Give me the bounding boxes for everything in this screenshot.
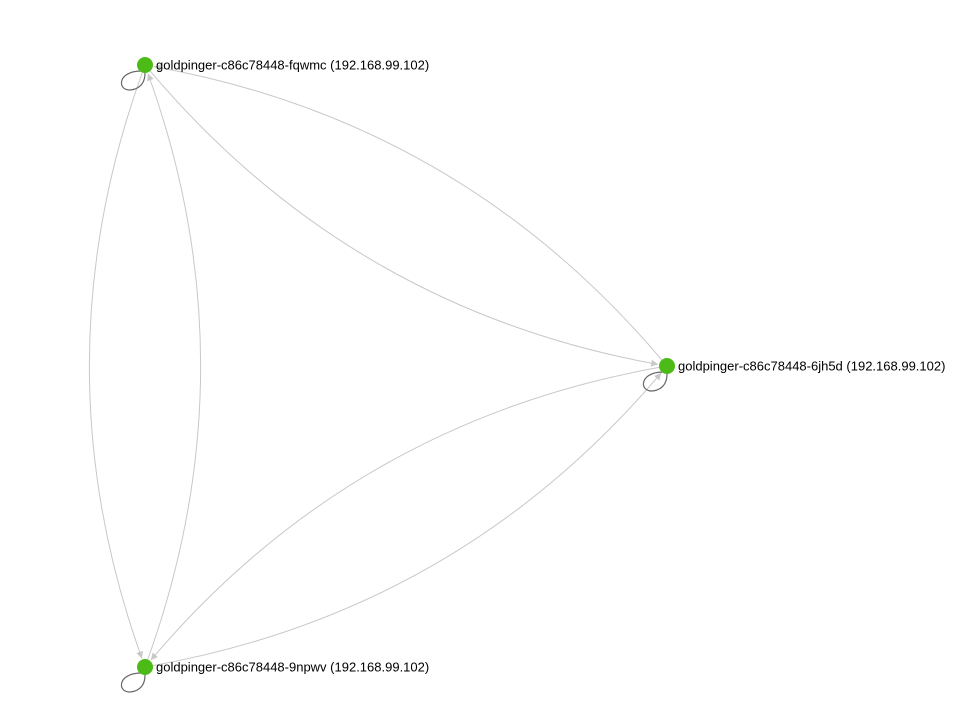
edges-layer <box>88 64 663 667</box>
node-status-dot[interactable] <box>137 57 153 73</box>
self-loop-edge-6jh5d <box>642 371 668 392</box>
nodes-layer: goldpinger-c86c78448-fqwmc (192.168.99.1… <box>137 57 945 675</box>
node-status-dot[interactable] <box>137 659 153 675</box>
node-status-dot[interactable] <box>659 358 675 374</box>
node-label: goldpinger-c86c78448-6jh5d (192.168.99.1… <box>678 359 945 374</box>
graph-node-9npwv[interactable]: goldpinger-c86c78448-9npwv (192.168.99.1… <box>137 659 429 675</box>
self-loops-layer <box>120 70 668 693</box>
node-label: goldpinger-c86c78448-9npwv (192.168.99.1… <box>156 660 429 675</box>
edge-9npwv-to-6jh5d <box>152 372 662 667</box>
edge-9npwv-to-fqwmc <box>147 73 202 660</box>
self-loop-edge-fqwmc <box>120 70 146 91</box>
graph-node-6jh5d[interactable]: goldpinger-c86c78448-6jh5d (192.168.99.1… <box>659 358 945 374</box>
edge-fqwmc-to-6jh5d <box>149 70 659 367</box>
edge-6jh5d-to-9npwv <box>150 366 660 661</box>
edge-6jh5d-to-fqwmc <box>153 64 663 361</box>
edge-fqwmc-to-9npwv <box>88 72 143 659</box>
node-label: goldpinger-c86c78448-fqwmc (192.168.99.1… <box>156 58 429 73</box>
self-loop-edge-9npwv <box>120 672 146 693</box>
graph-node-fqwmc[interactable]: goldpinger-c86c78448-fqwmc (192.168.99.1… <box>137 57 429 73</box>
